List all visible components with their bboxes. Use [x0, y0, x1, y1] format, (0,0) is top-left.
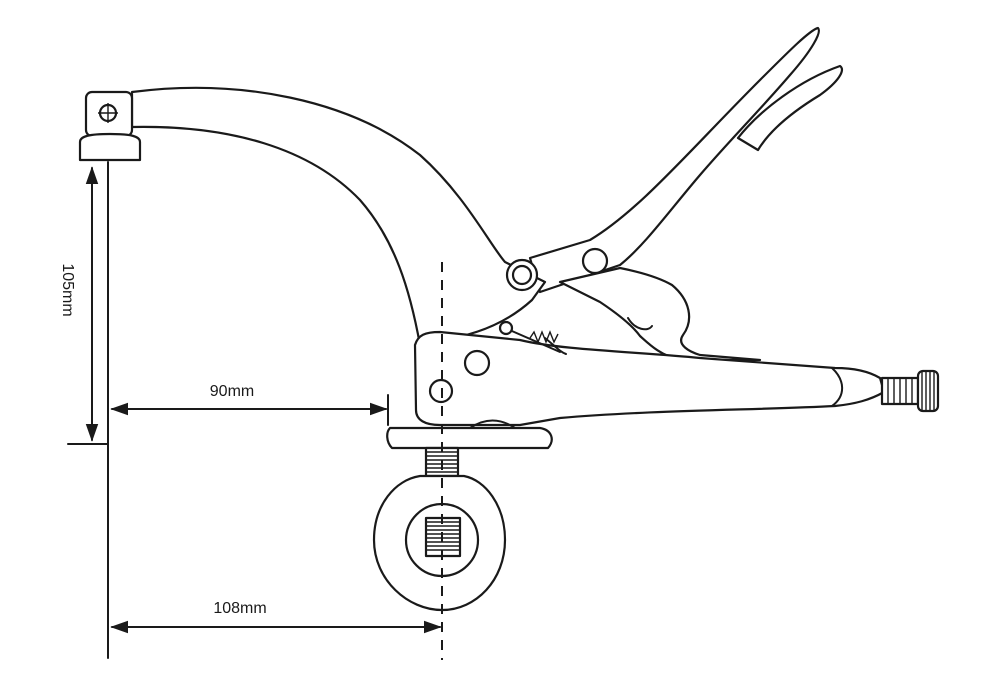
adjustment-screw — [880, 369, 940, 413]
depth-label: 108mm — [213, 600, 266, 617]
upper-handle — [528, 26, 844, 294]
height-label: 105mm — [59, 263, 76, 316]
clamp-arch — [130, 86, 547, 347]
height-dimension: 105mm — [59, 166, 99, 442]
base-plate — [386, 419, 553, 450]
reference-lines — [67, 161, 389, 659]
reach-label: 90mm — [210, 383, 254, 400]
reach-dimension: 90mm — [110, 383, 388, 416]
lower-jaw-body — [413, 330, 886, 427]
spring — [498, 320, 561, 353]
eye-ring — [372, 474, 507, 612]
release-lever — [558, 266, 762, 362]
swivel-pad — [78, 90, 142, 162]
pivot-pins — [428, 247, 609, 404]
depth-dimension: 108mm — [110, 600, 442, 634]
